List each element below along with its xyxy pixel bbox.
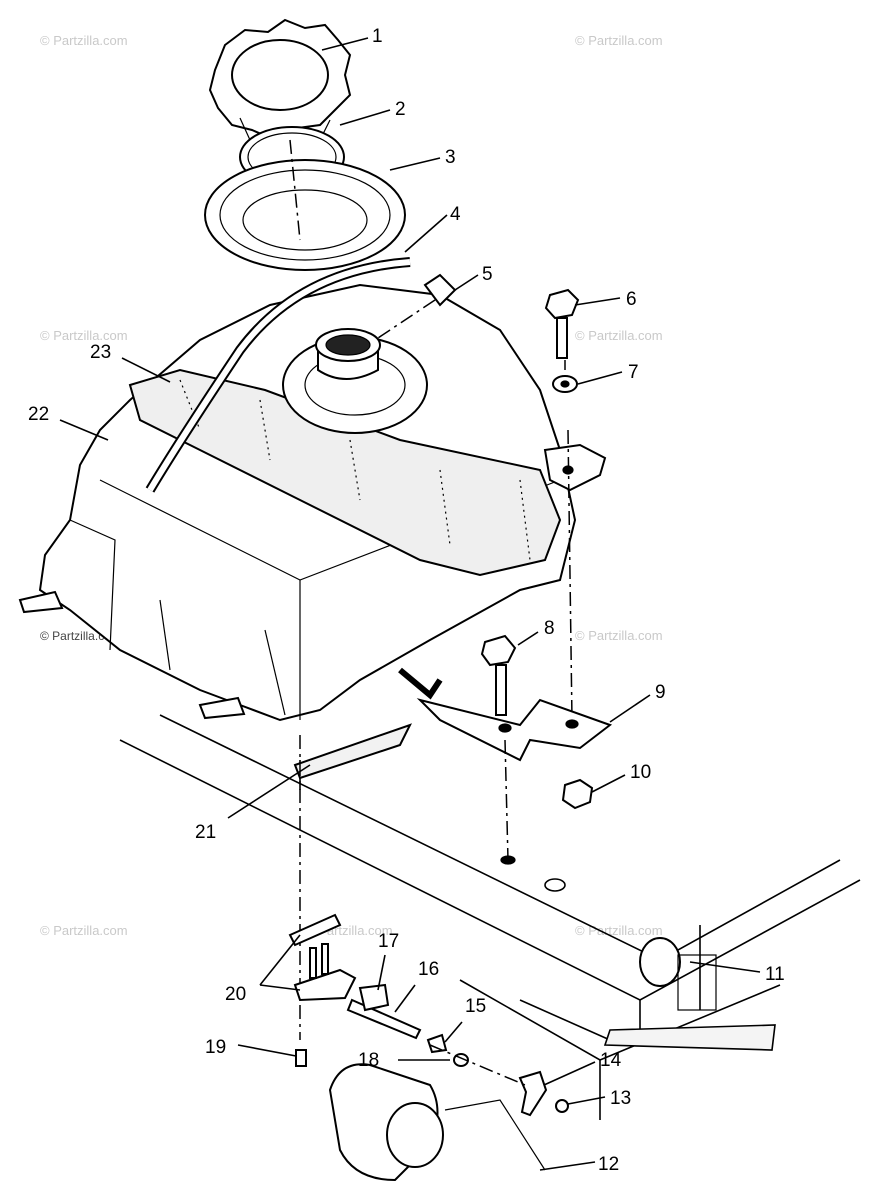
bolt-lower [480, 634, 517, 716]
watermark: © Partzilla.com [40, 328, 128, 343]
callout-21: 21 [195, 822, 216, 843]
tank-bracket [543, 443, 607, 492]
mount-bracket [398, 667, 613, 762]
callout-12: 12 [598, 1154, 619, 1175]
tank-pad [293, 723, 412, 780]
valve-stem [346, 983, 422, 1040]
leader-lines [59, 37, 761, 1171]
frame [119, 714, 861, 1120]
callout-2: 2 [395, 99, 406, 120]
fuel-valve [288, 913, 357, 1002]
callout-11: 11 [765, 964, 785, 985]
mount-hole [500, 855, 516, 865]
nut [561, 778, 594, 810]
callout-6: 6 [626, 289, 637, 310]
callout-22: 22 [28, 404, 49, 425]
watermark: © Partzilla.com [575, 328, 663, 343]
callout-17: 17 [378, 931, 399, 952]
fuel-valve-lever [518, 1070, 548, 1117]
frame-plug [639, 937, 717, 1011]
valve-screw [295, 1049, 307, 1067]
valve-spring [426, 1033, 448, 1054]
callout-1: 1 [372, 26, 383, 47]
callout-15: 15 [465, 996, 486, 1017]
watermark: © Partzilla.com [40, 923, 128, 938]
foam-pad [128, 368, 562, 577]
callout-13: 13 [610, 1088, 631, 1109]
callout-16: 16 [418, 959, 439, 980]
callout-8: 8 [544, 618, 555, 639]
leader-dash [504, 739, 509, 861]
callout-18: 18 [358, 1050, 379, 1071]
bolt-upper [544, 288, 580, 370]
watermark: © Partzilla.com [40, 33, 128, 48]
callout-20: 20 [225, 984, 246, 1005]
leader-dash [429, 1044, 526, 1086]
watermark: © Partzilla.com [575, 628, 663, 643]
leader-dash [289, 139, 301, 241]
callout-4: 4 [450, 204, 461, 225]
callouts: 1 2 3 4 5 6 7 8 9 10 11 12 13 14 15 16 1… [28, 26, 785, 1175]
callout-23: 23 [90, 342, 111, 363]
callout-19: 19 [205, 1037, 226, 1058]
callout-7: 7 [628, 362, 639, 383]
lever-screw [555, 1099, 569, 1113]
callout-14: 14 [600, 1050, 622, 1071]
callout-3: 3 [445, 147, 456, 168]
watermark: © Partzilla.com [575, 923, 663, 938]
callout-5: 5 [482, 264, 493, 285]
seal-ring [204, 159, 406, 271]
leader-dash [567, 429, 573, 721]
vent-hose [145, 257, 411, 493]
filter-canister [328, 1063, 546, 1182]
washer-upper [552, 375, 578, 393]
watermark: © Partzilla.com [575, 33, 663, 48]
watermarks: © Partzilla.com © Partzilla.com © Partzi… [40, 33, 663, 938]
callout-10: 10 [630, 762, 651, 783]
callout-9: 9 [655, 682, 666, 703]
filler-neck [282, 328, 428, 434]
